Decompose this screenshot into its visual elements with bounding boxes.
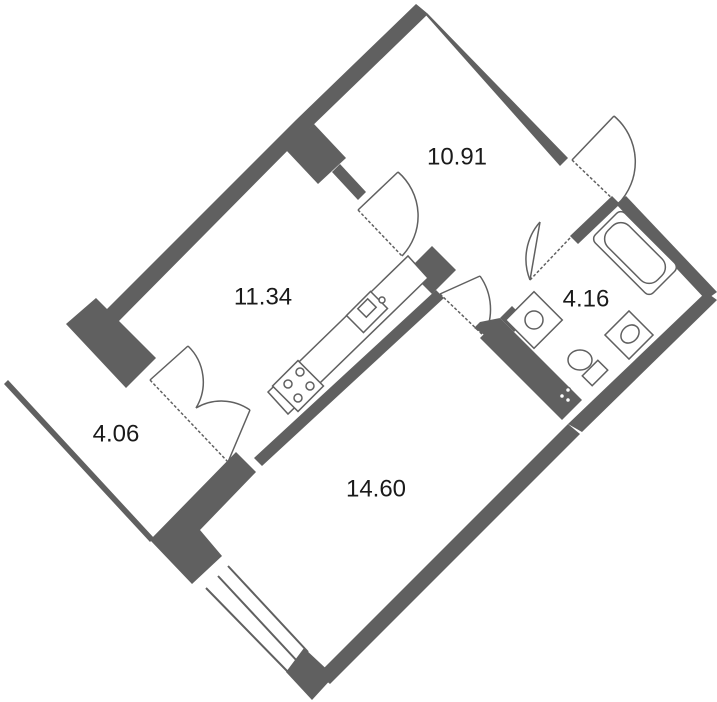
door-hall-bath bbox=[525, 221, 571, 281]
wall-bath-living bbox=[480, 318, 582, 420]
window-south bbox=[205, 565, 309, 673]
door-hall-living bbox=[439, 275, 492, 337]
bathroom-fixtures bbox=[504, 210, 678, 404]
wall-southeast bbox=[318, 424, 580, 684]
area-label-bathroom: 4.16 bbox=[563, 285, 610, 312]
area-labels: 10.91 11.34 4.16 4.06 14.60 bbox=[93, 143, 610, 502]
wall-northwest bbox=[104, 4, 428, 322]
exterior-walls bbox=[66, 4, 717, 700]
wall-northeast-bath bbox=[616, 196, 717, 300]
interior-walls bbox=[4, 164, 620, 542]
bathtub-icon bbox=[592, 210, 678, 296]
riser-icon bbox=[558, 386, 572, 404]
wall-bath-north bbox=[570, 196, 620, 244]
wall-east-bath bbox=[568, 292, 717, 432]
kitchen-counter bbox=[266, 254, 430, 416]
area-label-living: 14.60 bbox=[346, 475, 406, 502]
area-label-kitchen: 11.34 bbox=[234, 283, 292, 310]
door-kitchen-balcony bbox=[149, 345, 251, 463]
wall-northeast bbox=[416, 4, 568, 166]
washbasin-icon bbox=[603, 309, 655, 361]
balcony-frame-left bbox=[4, 380, 154, 542]
wall-pier-west bbox=[66, 298, 156, 388]
area-label-balcony: 4.06 bbox=[93, 420, 140, 447]
wall-pier-southwest bbox=[150, 452, 256, 584]
toilet-icon bbox=[567, 349, 609, 387]
doors bbox=[149, 115, 636, 463]
wall-hall-kitchen bbox=[332, 164, 366, 200]
area-label-hall: 10.91 bbox=[427, 143, 487, 170]
stove-icon bbox=[271, 359, 325, 413]
sink-icon bbox=[345, 290, 389, 334]
wall-pier-hall bbox=[286, 124, 346, 184]
door-entrance bbox=[571, 115, 636, 205]
door-hall-kitchen bbox=[357, 171, 419, 257]
washing-machine-icon bbox=[504, 290, 564, 350]
wall-kitchen-living bbox=[254, 290, 444, 466]
